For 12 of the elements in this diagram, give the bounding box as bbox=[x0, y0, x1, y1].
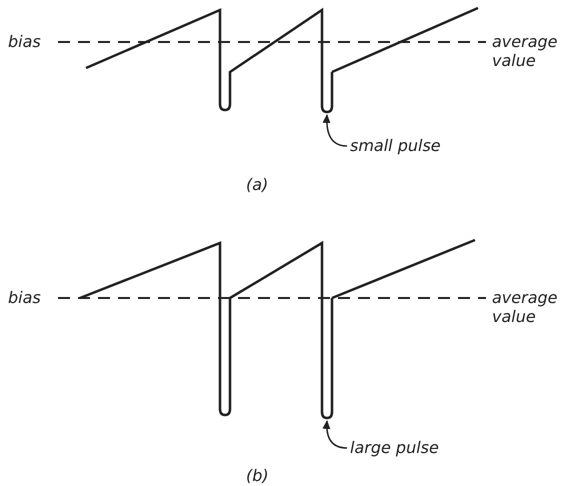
leader-line bbox=[322, 114, 348, 147]
panel-label: (a) bbox=[246, 175, 268, 194]
panel-label: (b) bbox=[246, 466, 269, 485]
pulse-drawing bbox=[320, 72, 334, 114]
axis-label: bias bbox=[8, 288, 41, 307]
axis-label: bias bbox=[8, 32, 41, 51]
axis-label: average value bbox=[492, 288, 558, 326]
axis-label: average value bbox=[492, 32, 558, 70]
annotation-text: large pulse bbox=[350, 438, 439, 457]
pulse-drawing bbox=[320, 298, 334, 420]
leader-line bbox=[322, 420, 348, 449]
annotation-text: small pulse bbox=[350, 136, 441, 155]
